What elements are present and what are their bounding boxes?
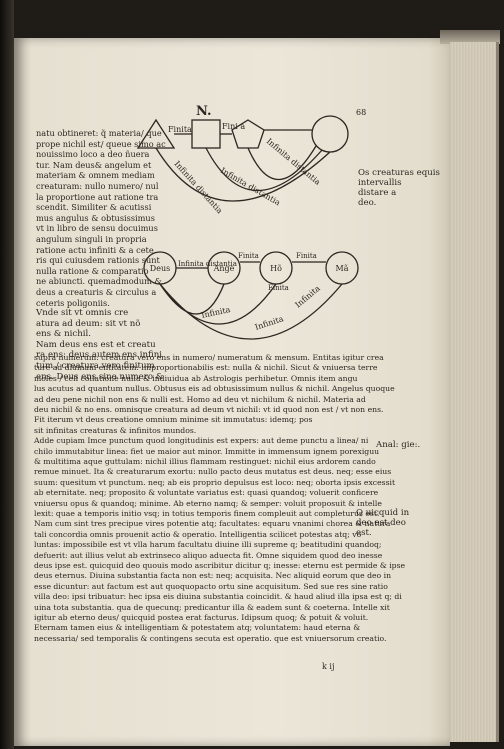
- page-edges-top: [440, 30, 500, 44]
- arc-outer: [155, 147, 331, 202]
- text-line: sit infinitas creaturas & infinitos mund…: [34, 425, 197, 435]
- diagram-bottom: Deus Ange Hõ Mã Infinita distantia Finit…: [143, 251, 359, 340]
- label-arc-2: Infinita: [254, 314, 285, 332]
- label-finita-3: Finita: [268, 284, 289, 292]
- text-line: lexit: quae a temporis initio vsq; in to…: [34, 509, 380, 518]
- book-binding: [0, 0, 14, 749]
- text-line: mus angulus & obtusissimus: [36, 212, 155, 223]
- text-line: Adde cupiam Imce punctum quod longitudin…: [34, 436, 369, 446]
- folio-number: 68: [356, 108, 367, 117]
- text-line: & multitima aque guttulam: nichil illius…: [34, 457, 376, 466]
- text-line: ceteris poligoniis.: [36, 297, 110, 308]
- node-deus-label: Deus: [150, 264, 170, 273]
- label-infinita-distantia: Infinita distantia: [178, 260, 237, 268]
- signature-mark: N.: [196, 104, 212, 119]
- label-fini-a: Fini a: [222, 122, 245, 131]
- book-page: [14, 38, 450, 746]
- text-line: uina tota substantia. qua de quecunq; pr…: [34, 602, 390, 612]
- label-infinita-distantia-1: Infinita distantia: [265, 137, 323, 187]
- text-line: igitur ab eterno deus/ quicquid postea e…: [34, 613, 369, 622]
- node-ange-label: Ange: [213, 264, 235, 273]
- text-line: materiam & omnem mediam: [36, 170, 155, 181]
- margin-note-1: Os creaturas equis intervallis distare a…: [358, 168, 440, 208]
- text-line: nouissimo loco a deo ñuera: [36, 149, 150, 160]
- text-line: suum: quesitum vt punctum. neq; ab eis p…: [34, 477, 396, 487]
- page-edges: [450, 42, 499, 742]
- text-line: moles / celi collatione nulla & indiuidu…: [34, 373, 358, 383]
- text-line: lus acutus ad quantum nullus. Obtusus ei…: [34, 384, 395, 394]
- margin-note-3: Q uicquid in deo est deo est.: [356, 508, 410, 538]
- text-line: deus ipse est. quicquid deo quouis modo …: [34, 561, 406, 570]
- square-shape: [191, 119, 221, 149]
- margin-note-2: Anal: gie:.: [376, 440, 421, 450]
- text-line: deu nichil & no ens. omnisque creatura a…: [34, 405, 384, 414]
- text-line: ens. Deus ens sine numero &: [36, 371, 164, 382]
- text-line: nulla ratione & comparatio: [36, 265, 149, 276]
- text-line: supra numerum: creatura vero ens in nume…: [34, 353, 384, 362]
- text-line: angulum singuli in propria: [36, 234, 147, 244]
- text-line: luntas: impossibile est vt vlla harum fa…: [34, 540, 382, 550]
- text-line: Nam cum sint tres precipue vires potenti…: [34, 519, 391, 529]
- text-line: ad deu pene nichil non ens & nulli est. …: [34, 394, 366, 404]
- text-line: ratione actu infiniti & a cete: [36, 244, 154, 255]
- label-arc-3: Infinita: [294, 284, 322, 310]
- text-line: natu obtineret: q̃ materia/ que: [36, 128, 162, 138]
- label-infinita-distantia-3: Infinita distantia: [173, 159, 225, 215]
- text-line: creaturam: nullo numero/ nul: [36, 181, 159, 191]
- text-line: deus eternus. Diuina substantia facta no…: [34, 571, 392, 581]
- text-line: tali concordia omnis prouenit actio & op…: [34, 529, 362, 539]
- text-line: chilo immutabitur linea: fiet ue maior a…: [34, 446, 380, 456]
- circle-shape: [311, 115, 349, 153]
- text-line: ab eternitate. neq; proposito & voluntat…: [34, 488, 379, 498]
- node-ma-label: Mã: [336, 264, 349, 273]
- text-line: esse dicuntur: aut factum est aut quoquo…: [34, 581, 388, 591]
- text-line: Vnde sit vt omnis cre: [36, 308, 129, 318]
- text-line: necessaria/ sed temporalis & contingens …: [34, 633, 387, 643]
- node-ho-label: Hõ: [270, 264, 282, 273]
- text-line: ra ens: deus autem ens infini: [36, 350, 163, 361]
- arc-inner: [247, 145, 317, 180]
- text-line: Nam deus ens est et creatu: [36, 339, 156, 350]
- text-line: ne abiuncti. quemadmodum &: [36, 276, 162, 287]
- label-finita-2: Finita: [296, 252, 317, 260]
- label-finita: Finita: [168, 125, 192, 134]
- catchword: k ij: [322, 662, 335, 671]
- text-line: Eternam tamen eius & intelligentiam & po…: [34, 623, 361, 633]
- text-line: prope nichil est/ queue simo ac: [36, 138, 166, 149]
- label-arc-1: Infinita: [201, 305, 232, 320]
- text-line: vniuersu opus & quandoq; minime. Ab eter…: [34, 498, 382, 508]
- text-line: remue minuet. Ita & creaturarum exortu: …: [34, 467, 392, 477]
- text-line: tur. Nam deus& angelum et: [36, 159, 152, 170]
- label-finita-1: Finita: [238, 252, 259, 260]
- text-line: tum / creatura vero finitum: [36, 361, 155, 371]
- diagram-top: Finita Fini a Infinita distantia Infinit…: [136, 115, 349, 216]
- text-line: ens & nichil.: [36, 329, 92, 340]
- text-line: defuerit: aut illius velut ab extrinseco…: [34, 550, 383, 560]
- text-line: vt in libro de sensu docuimus: [36, 223, 158, 234]
- text-line: scendit. Similiter & acutissi: [36, 202, 152, 213]
- text-line: ture ad diuinam entitatem: improportiona…: [34, 363, 378, 373]
- text-line: ris qui cuiusdem rationis sunt: [36, 255, 160, 266]
- arc-middle: [205, 147, 323, 192]
- text-line: villa deo: ipsi tribuatur: hec ipsa eis …: [34, 592, 402, 602]
- text-line: Fit iterum vt deus creatione omnium mini…: [34, 415, 313, 425]
- text-line: la proportione aut ratione tra: [36, 191, 159, 202]
- text-line: deus a creaturis & circulus a: [36, 287, 157, 297]
- text-line: atura ad deum: sit vt nõ: [36, 318, 141, 329]
